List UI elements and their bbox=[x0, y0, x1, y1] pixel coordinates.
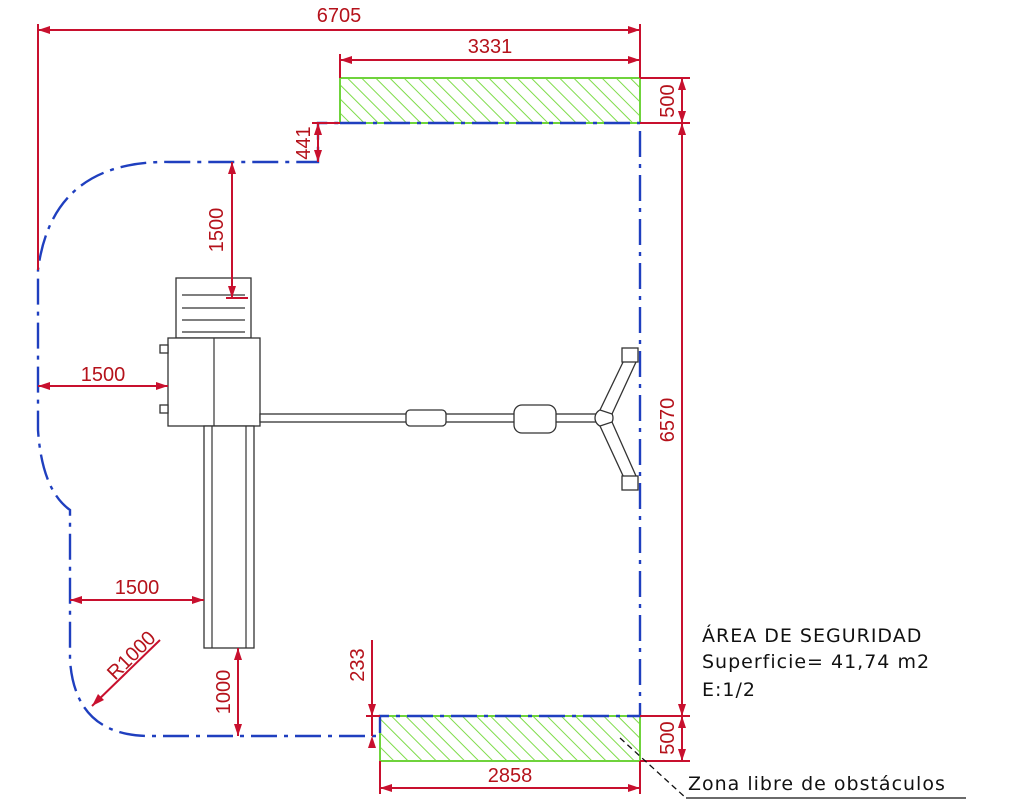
swing-seat-flat bbox=[405, 409, 447, 427]
dim-bottom-step-label: 233 bbox=[347, 648, 369, 681]
dim-radius-label: R1000 bbox=[103, 627, 160, 684]
dim-top-zone-depth-label: 500 bbox=[657, 84, 679, 117]
safety-boundary bbox=[36, 121, 642, 738]
dim-top-zone-depth: 500 bbox=[640, 77, 690, 124]
dim-slide-clearance: 1500 bbox=[70, 577, 204, 604]
dim-left-clearance-label: 1500 bbox=[81, 364, 126, 386]
dim-total-height: 6570 bbox=[640, 123, 690, 717]
dim-total-height-label: 6570 bbox=[657, 398, 679, 443]
dim-bottom-clearance: 1000 bbox=[213, 648, 242, 736]
dim-top-clearance: 1500 bbox=[206, 162, 248, 299]
dim-top-zone-width: 3331 bbox=[339, 36, 640, 78]
dim-total-width-label: 6705 bbox=[317, 5, 362, 27]
dim-step-offset: 441 bbox=[293, 122, 340, 162]
dim-bottom-clearance-label: 1000 bbox=[213, 670, 235, 715]
dim-bottom-zone-width-label: 2858 bbox=[488, 765, 533, 787]
free-zone-leader: Zona libre de obstáculos bbox=[619, 737, 966, 799]
dim-bottom-zone-width: 2858 bbox=[379, 761, 641, 794]
dim-top-clearance-label: 1500 bbox=[206, 208, 228, 253]
area-title: ÁREA DE SEGURIDAD bbox=[702, 624, 922, 647]
swing-seat-cradle bbox=[513, 404, 557, 434]
free-zone-top bbox=[339, 77, 641, 124]
area-surface: Superficie= 41,74 m2 bbox=[702, 651, 930, 673]
play-structure bbox=[159, 277, 639, 649]
dim-top-zone-width-label: 3331 bbox=[468, 36, 513, 58]
dim-bottom-step: 233 bbox=[347, 640, 380, 748]
free-zone-bottom bbox=[379, 715, 641, 762]
dim-bottom-zone-depth: 500 bbox=[640, 716, 690, 762]
scale-note: E:1/2 bbox=[702, 679, 756, 701]
dim-step-offset-label: 441 bbox=[293, 126, 315, 159]
dim-radius: R1000 bbox=[91, 627, 161, 707]
dim-bottom-zone-depth-label: 500 bbox=[657, 721, 679, 754]
free-zone-label: Zona libre de obstáculos bbox=[688, 773, 946, 795]
dim-total-width: 6705 bbox=[37, 5, 641, 270]
dim-slide-clearance-label: 1500 bbox=[115, 577, 160, 599]
dim-left-clearance: 1500 bbox=[38, 364, 168, 390]
